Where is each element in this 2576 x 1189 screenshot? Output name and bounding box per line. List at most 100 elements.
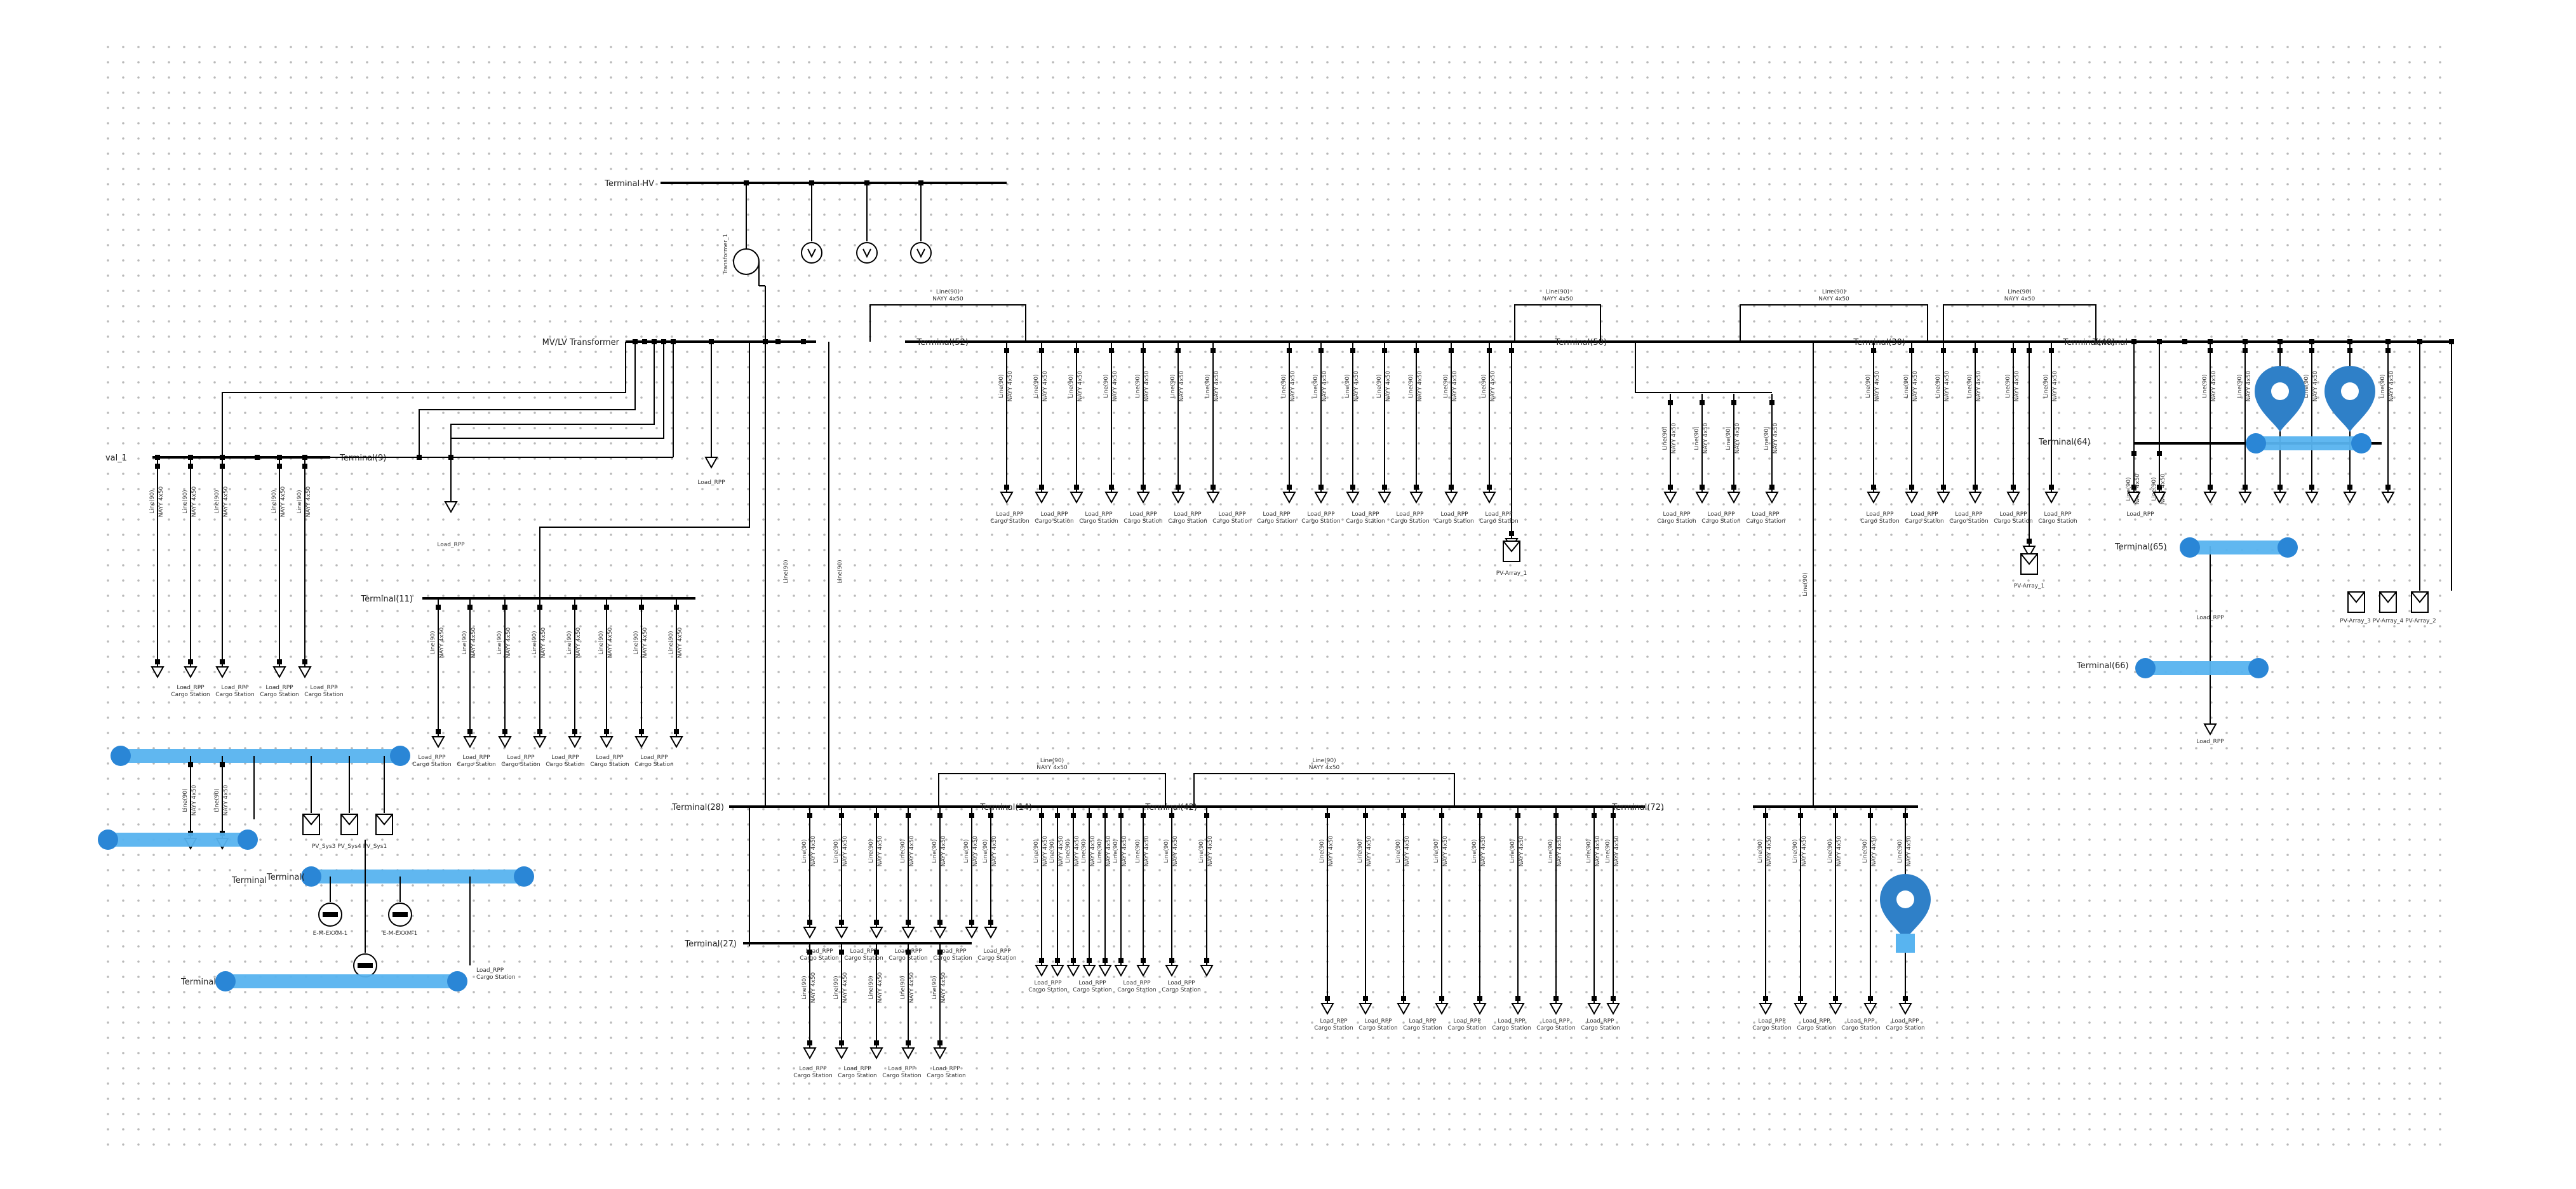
load-triangle-icon[interactable]	[1114, 965, 1128, 977]
load-triangle-icon[interactable]	[215, 666, 229, 679]
connection-node[interactable]	[1941, 485, 1946, 490]
load-triangle-icon[interactable]	[1050, 965, 1064, 977]
connection-node[interactable]	[1401, 813, 1406, 818]
load-triangle-icon[interactable]	[984, 927, 998, 939]
connection-node[interactable]	[2277, 348, 2283, 353]
connection-node[interactable]	[642, 339, 647, 344]
connection-node[interactable]	[1176, 348, 1181, 353]
connection-node[interactable]	[1169, 958, 1174, 963]
connection-node[interactable]	[2385, 485, 2391, 490]
load-triangle-icon[interactable]	[1794, 1003, 1808, 1016]
connection-node[interactable]	[1103, 813, 1108, 818]
load-triangle-icon[interactable]	[1968, 492, 1982, 504]
voltmeter-icon[interactable]	[801, 242, 822, 264]
load-triangle-icon[interactable]	[1867, 492, 1881, 504]
connection-node[interactable]	[277, 659, 282, 664]
connection-node[interactable]	[255, 455, 260, 460]
load-triangle-icon[interactable]	[901, 927, 915, 939]
connection-node[interactable]	[639, 605, 644, 610]
load-triangle-icon[interactable]	[901, 1047, 915, 1060]
connection-node[interactable]	[1363, 996, 1368, 1001]
load-triangle-icon[interactable]	[1171, 492, 1185, 504]
load-triangle-icon[interactable]	[835, 927, 849, 939]
connection-node[interactable]	[1074, 485, 1079, 490]
connection-node[interactable]	[988, 920, 993, 925]
load-triangle-icon[interactable]	[1695, 492, 1709, 504]
connection-node[interactable]	[1087, 958, 1092, 963]
connection-node[interactable]	[1731, 400, 1736, 405]
connection-node[interactable]	[1204, 813, 1209, 818]
connection-node[interactable]	[2182, 339, 2187, 344]
connection-node[interactable]	[467, 605, 473, 610]
connection-node[interactable]	[2385, 348, 2391, 353]
voltmeter-icon[interactable]	[910, 242, 932, 264]
connection-node[interactable]	[502, 729, 507, 734]
load-triangle-icon[interactable]	[1165, 965, 1179, 977]
selection-handle[interactable]	[2180, 537, 2200, 558]
connection-node[interactable]	[467, 729, 473, 734]
connection-node[interactable]	[1118, 958, 1124, 963]
selection-handle[interactable]	[2135, 658, 2156, 678]
connection-node[interactable]	[1103, 958, 1108, 963]
connection-node[interactable]	[572, 729, 577, 734]
connection-node[interactable]	[1109, 348, 1114, 353]
connection-node[interactable]	[1141, 958, 1146, 963]
connection-node[interactable]	[801, 339, 806, 344]
selection-handle[interactable]	[2277, 537, 2298, 558]
connection-node[interactable]	[906, 813, 911, 818]
load-triangle-icon[interactable]	[533, 736, 547, 749]
connection-node[interactable]	[436, 729, 441, 734]
connection-node[interactable]	[2131, 451, 2137, 456]
load-triangle-icon[interactable]	[444, 501, 458, 514]
load-triangle-icon[interactable]	[151, 666, 164, 679]
load-triangle-icon[interactable]	[1320, 1003, 1334, 1016]
load-triangle-icon[interactable]	[298, 666, 312, 679]
connection-node[interactable]	[2157, 485, 2162, 490]
connection-node[interactable]	[1487, 485, 1492, 490]
connection-node[interactable]	[220, 464, 225, 469]
load-triangle-icon[interactable]	[1035, 965, 1049, 977]
connection-node[interactable]	[874, 920, 879, 925]
load-triangle-icon[interactable]	[2238, 492, 2252, 504]
connection-node[interactable]	[874, 813, 879, 818]
load-triangle-icon[interactable]	[1104, 492, 1118, 504]
load-triangle-icon[interactable]	[933, 1047, 947, 1060]
load-triangle-icon[interactable]	[1765, 492, 1779, 504]
connection-node[interactable]	[969, 920, 974, 925]
connection-node[interactable]	[1382, 485, 1387, 490]
connection-node[interactable]	[2309, 348, 2314, 353]
load-triangle-icon[interactable]	[1358, 1003, 1372, 1016]
connection-node[interactable]	[2011, 348, 2016, 353]
connection-node[interactable]	[839, 1040, 844, 1045]
selection-handle[interactable]	[111, 746, 131, 766]
connection-node[interactable]	[1055, 813, 1060, 818]
connection-node[interactable]	[874, 950, 879, 955]
connection-node[interactable]	[1487, 348, 1492, 353]
load-triangle-icon[interactable]	[803, 927, 817, 939]
connection-node[interactable]	[2243, 348, 2248, 353]
connection-node[interactable]	[1087, 813, 1092, 818]
load-triangle-icon[interactable]	[184, 666, 198, 679]
connection-node[interactable]	[1903, 813, 1908, 818]
connection-node[interactable]	[155, 464, 160, 469]
connection-node[interactable]	[2027, 539, 2032, 544]
connection-node[interactable]	[188, 464, 193, 469]
connection-node[interactable]	[1325, 813, 1330, 818]
load-triangle-icon[interactable]	[2203, 723, 2217, 736]
load-triangle-icon[interactable]	[1136, 492, 1150, 504]
connection-node[interactable]	[1204, 958, 1209, 963]
connection-node[interactable]	[1325, 996, 1330, 1001]
connection-node[interactable]	[775, 339, 781, 344]
connection-node[interactable]	[807, 950, 812, 955]
selection-handle[interactable]	[2246, 433, 2266, 453]
connection-node[interactable]	[2049, 485, 2054, 490]
connection-node[interactable]	[1731, 485, 1736, 490]
connection-node[interactable]	[1553, 996, 1559, 1001]
load-triangle-icon[interactable]	[272, 666, 286, 679]
connection-node[interactable]	[839, 920, 844, 925]
load-triangle-icon[interactable]	[1136, 965, 1150, 977]
connection-node[interactable]	[1350, 348, 1355, 353]
load-triangle-icon[interactable]	[1066, 965, 1080, 977]
load-triangle-icon[interactable]	[2022, 546, 2036, 558]
connection-node[interactable]	[1449, 485, 1454, 490]
